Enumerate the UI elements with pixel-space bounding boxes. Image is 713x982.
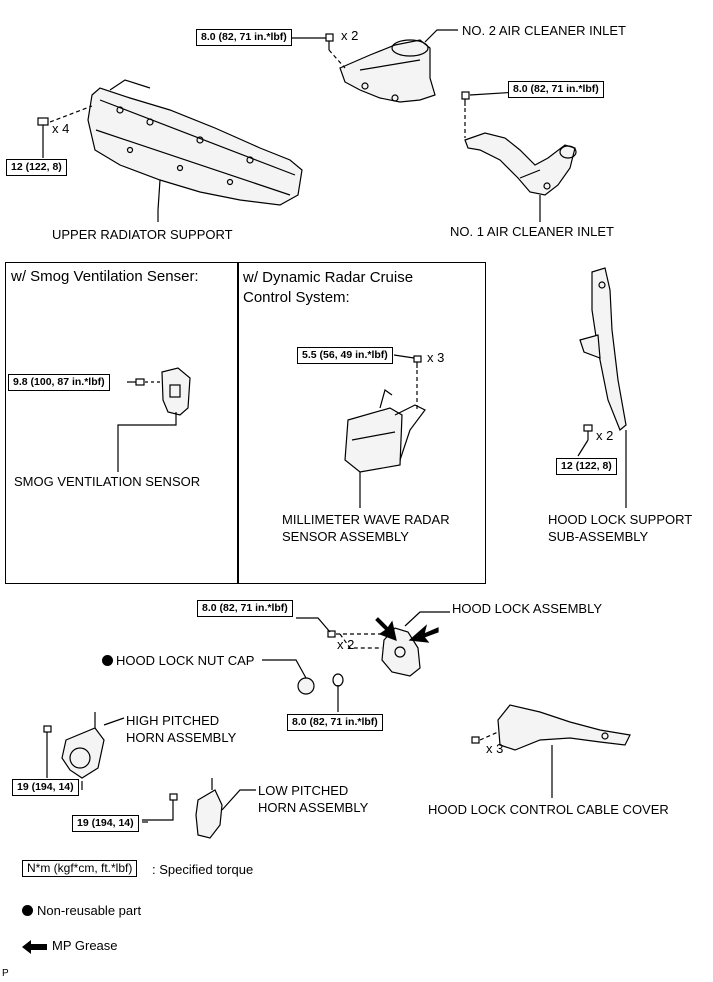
grease-arrow-1 bbox=[375, 617, 397, 641]
label-low-horn-line1: LOW PITCHED bbox=[258, 783, 349, 798]
qty-cable-cover: x 3 bbox=[486, 741, 504, 756]
qty-hood-support: x 2 bbox=[596, 428, 614, 443]
label-cable-cover: HOOD LOCK CONTROL CABLE COVER bbox=[428, 802, 669, 817]
cable-cover-drawing bbox=[497, 704, 631, 751]
label-radar-sensor-line2: SENSOR ASSEMBLY bbox=[282, 529, 409, 544]
grease-arrow-2 bbox=[408, 624, 439, 643]
label-upper-radiator-support: UPPER RADIATOR SUPPORT bbox=[52, 227, 233, 242]
legend-mp-grease: MP Grease bbox=[52, 938, 118, 953]
hood-lock-support-drawing bbox=[579, 267, 627, 431]
qty-no2-inlet: x 2 bbox=[341, 28, 359, 43]
radar-variant-title-line1: w/ Dynamic Radar Cruise bbox=[243, 269, 414, 286]
qty-hood-lock: x 2 bbox=[337, 637, 355, 652]
footer-code: P bbox=[2, 968, 9, 979]
radar-sensor-drawing bbox=[344, 389, 426, 473]
radiator-bolt-drawing bbox=[37, 117, 49, 134]
torque-radiator: 12 (122, 8) bbox=[6, 159, 67, 176]
no2-air-cleaner-inlet-drawing bbox=[339, 39, 436, 103]
torque-radar: 5.5 (56, 49 in.*lbf) bbox=[297, 347, 393, 364]
label-hood-lock-support-line2: SUB-ASSEMBLY bbox=[548, 529, 649, 544]
legend-non-reusable: Non-reusable part bbox=[37, 903, 142, 918]
smog-sensor-drawing bbox=[161, 367, 191, 416]
label-high-horn-line1: HIGH PITCHED bbox=[126, 713, 220, 728]
torque-no1-inlet: 8.0 (82, 71 in.*lbf) bbox=[508, 81, 604, 98]
smog-variant-title: w/ Smog Ventilation Senser: bbox=[11, 268, 199, 285]
qty-radar: x 3 bbox=[427, 350, 445, 365]
high-horn-drawing bbox=[61, 712, 105, 779]
label-hood-lock-nut-cap: HOOD LOCK NUT CAP bbox=[116, 653, 255, 668]
torque-hood-lock-lower: 8.0 (82, 71 in.*lbf) bbox=[287, 714, 383, 731]
legend-non-reusable-dot-icon bbox=[22, 905, 33, 916]
torque-low-horn: 19 (194, 14) bbox=[72, 815, 139, 832]
label-no2-air-cleaner-inlet: NO. 2 AIR CLEANER INLET bbox=[462, 23, 626, 38]
label-low-horn-line2: HORN ASSEMBLY bbox=[258, 800, 369, 815]
low-horn-drawing bbox=[195, 778, 223, 839]
non-reusable-dot-icon bbox=[102, 655, 113, 666]
qty-radiator: x 4 bbox=[52, 121, 70, 136]
torque-high-horn: 19 (194, 14) bbox=[12, 779, 79, 796]
legend-mp-grease-arrow-icon bbox=[22, 940, 47, 954]
label-hood-lock-support-line1: HOOD LOCK SUPPORT bbox=[548, 512, 693, 527]
legend-torque-desc: : Specified torque bbox=[152, 862, 254, 877]
legend-torque-box: N*m (kgf*cm, ft.*lbf) bbox=[22, 860, 138, 877]
label-no1-air-cleaner-inlet: NO. 1 AIR CLEANER INLET bbox=[450, 224, 614, 239]
label-smog-ventilation-sensor: SMOG VENTILATION SENSOR bbox=[14, 474, 201, 489]
smog-variant-box bbox=[5, 262, 239, 584]
label-hood-lock-assembly: HOOD LOCK ASSEMBLY bbox=[452, 601, 603, 616]
radar-variant-box bbox=[237, 262, 486, 584]
no1-air-cleaner-inlet-drawing bbox=[464, 132, 577, 196]
torque-smog: 9.8 (100, 87 in.*lbf) bbox=[8, 374, 110, 391]
torque-hood-lock-upper: 8.0 (82, 71 in.*lbf) bbox=[197, 600, 293, 617]
radar-variant-title-line2: Control System: bbox=[243, 289, 350, 306]
torque-hood-support: 12 (122, 8) bbox=[556, 458, 617, 475]
label-high-horn-line2: HORN ASSEMBLY bbox=[126, 730, 237, 745]
torque-no2-inlet: 8.0 (82, 71 in.*lbf) bbox=[196, 29, 292, 46]
hood-lock-nut-cap-drawing bbox=[297, 677, 315, 695]
upper-radiator-support-drawing bbox=[87, 79, 303, 211]
label-radar-sensor-line1: MILLIMETER WAVE RADAR bbox=[282, 512, 450, 527]
